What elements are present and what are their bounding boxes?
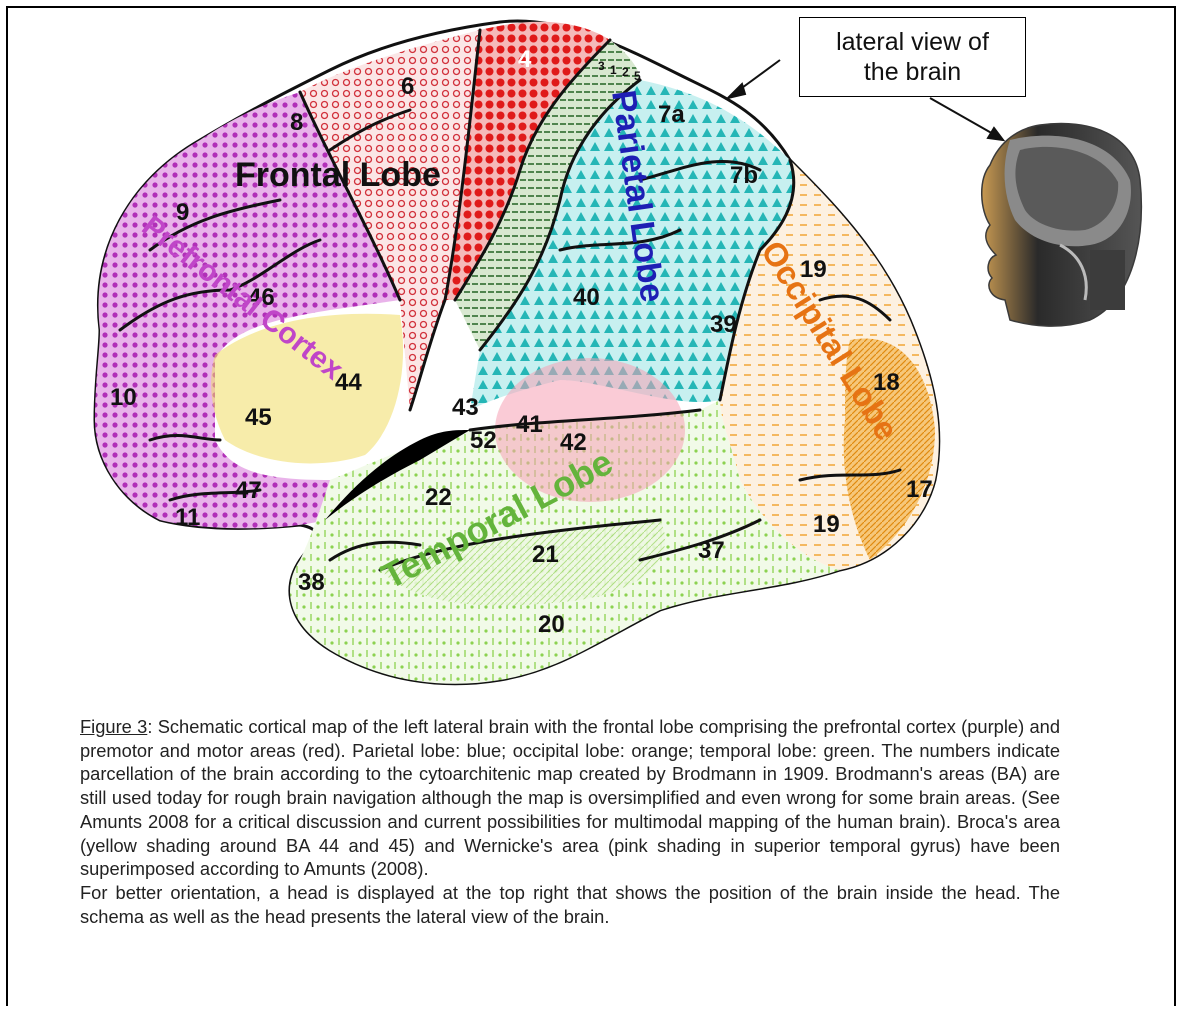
figure-label: Figure 3 [80, 716, 147, 737]
callout-box: lateral view of the brain [799, 17, 1026, 97]
brain-diagram: 4 6 8 9 10 11 46 44 45 47 43 52 41 42 22… [0, 0, 1186, 710]
area-7a: 7a [658, 101, 685, 128]
area-2: 2 [622, 65, 629, 79]
area-8: 8 [290, 109, 303, 136]
area-39: 39 [710, 311, 737, 338]
area-6: 6 [401, 73, 414, 100]
area-22: 22 [425, 484, 452, 511]
area-10: 10 [110, 384, 137, 411]
area-37: 37 [698, 537, 725, 564]
caption-paragraph-1: Figure 3: Schematic cortical map of the … [80, 715, 1060, 881]
area-11: 11 [175, 504, 200, 531]
area-17: 17 [906, 476, 933, 503]
area-9: 9 [176, 199, 189, 226]
figure-caption: Figure 3: Schematic cortical map of the … [80, 715, 1060, 928]
head-lateral-view-image [982, 123, 1142, 326]
area-4: 4 [518, 46, 532, 73]
area-40: 40 [573, 284, 600, 311]
area-5: 5 [634, 69, 641, 83]
callout-line-1: lateral view of [823, 27, 1003, 57]
caption-text-1: : Schematic cortical map of the left lat… [80, 716, 1060, 879]
area-52: 52 [470, 427, 497, 454]
area-19-lower: 19 [813, 511, 840, 538]
area-21: 21 [532, 541, 559, 568]
area-20: 20 [538, 611, 565, 638]
area-7b: 7b [730, 162, 758, 189]
callout-line-2: the brain [823, 57, 1003, 87]
area-43: 43 [452, 394, 479, 421]
area-38: 38 [298, 569, 325, 596]
caption-paragraph-2: For better orientation, a head is displa… [80, 881, 1060, 928]
area-41: 41 [516, 411, 543, 438]
area-47: 47 [235, 477, 262, 504]
label-frontal-lobe: Frontal Lobe [235, 156, 441, 194]
area-3: 3 [598, 59, 605, 73]
area-45: 45 [245, 404, 272, 431]
area-1: 1 [610, 63, 617, 77]
